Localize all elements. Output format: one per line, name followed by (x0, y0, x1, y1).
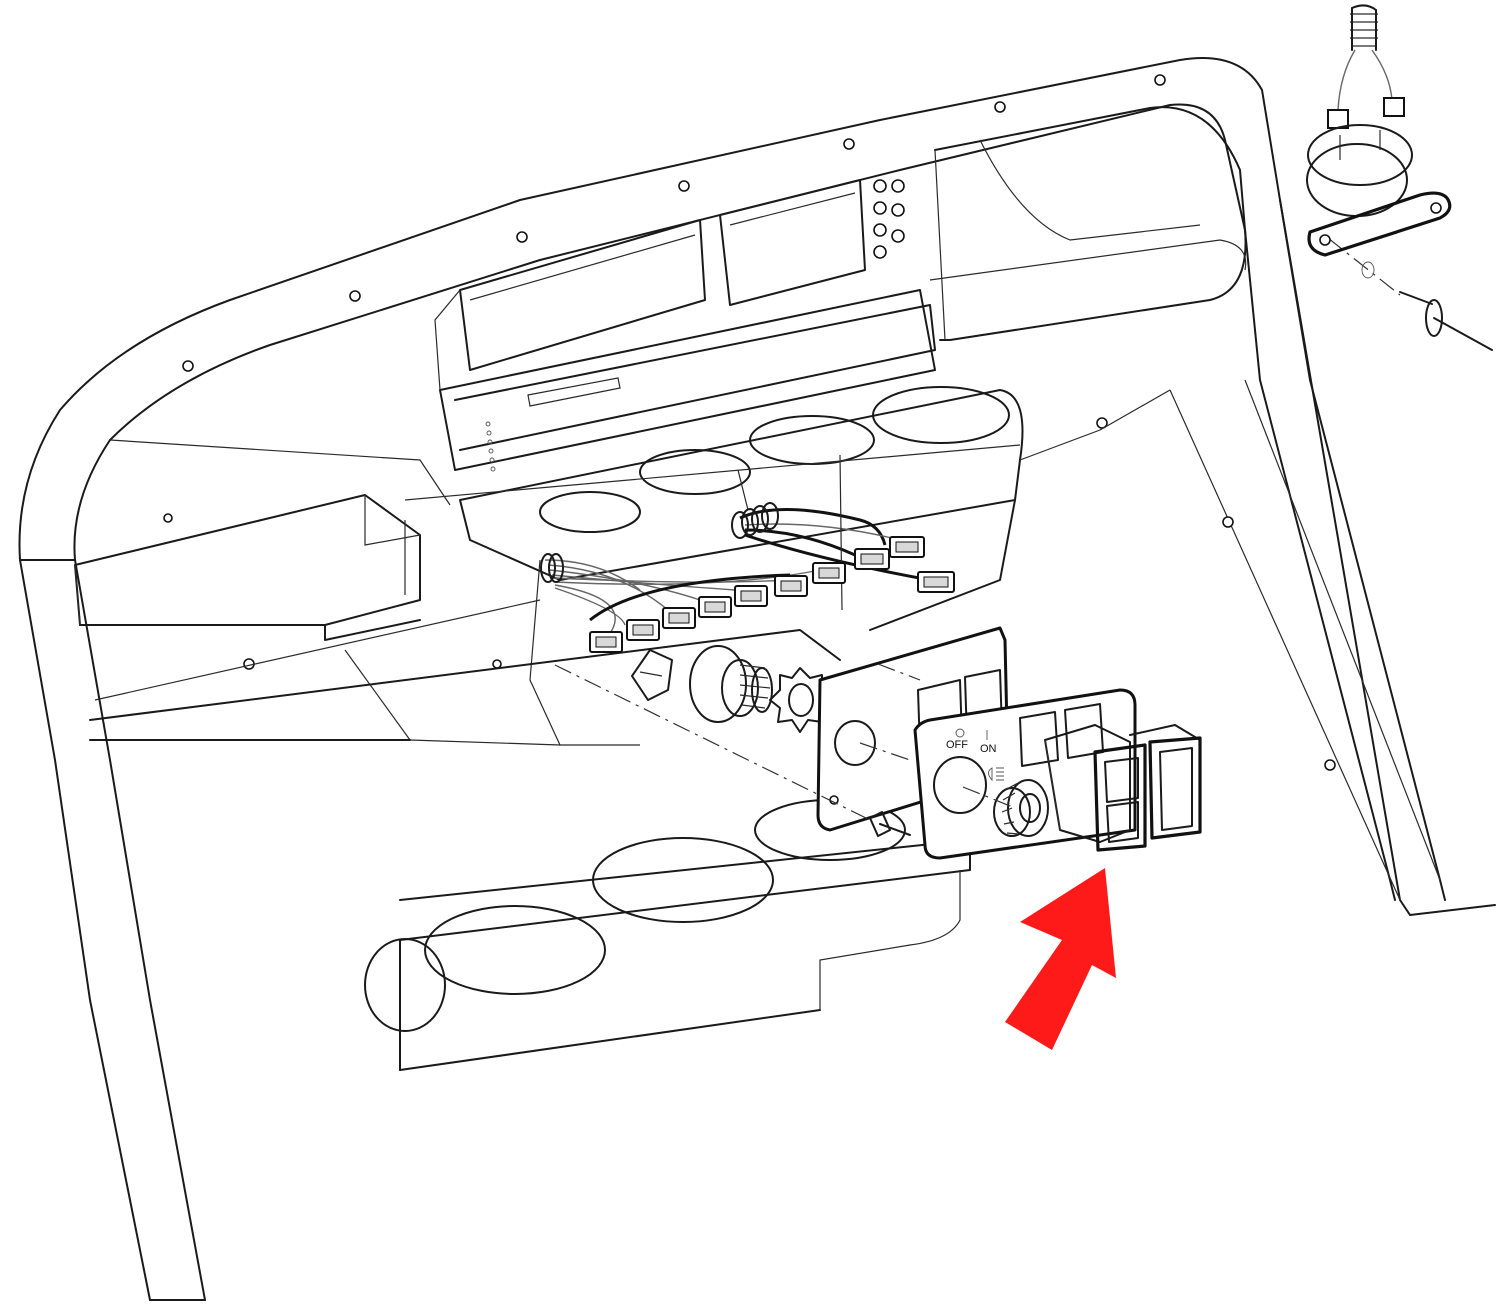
connector-10 (917, 571, 955, 593)
key-switch-terminal-2 (1383, 97, 1405, 117)
lower-cup-4 (364, 938, 446, 1032)
wire-connectors (589, 536, 955, 653)
led-dots (485, 421, 496, 472)
rocker-switch-2 (1129, 724, 1202, 840)
rivet-1 (182, 360, 194, 372)
alignment-lines (554, 237, 1401, 821)
dashboard-frame (18, 57, 1496, 1301)
harness-grommet (731, 502, 779, 539)
key-switch (1306, 4, 1493, 351)
rivet-2 (349, 290, 361, 302)
rivet-10 (1324, 759, 1336, 771)
toggle-clip (631, 649, 673, 701)
rivet-5 (843, 138, 855, 150)
panel-pin (869, 811, 911, 837)
connector-5 (734, 585, 768, 607)
connector-1 (589, 631, 623, 653)
left-shelf (74, 494, 421, 641)
light-switch-knob (993, 779, 1049, 837)
connector-9 (889, 536, 925, 558)
key-switch-washer (1361, 261, 1375, 279)
on-label: ON (980, 743, 997, 755)
lower-cup-1 (424, 905, 606, 995)
cup-holder-1 (872, 386, 1010, 444)
lower-dash (109, 386, 1171, 746)
display-opening-right (719, 179, 866, 306)
rivet-4 (678, 180, 690, 192)
connector-6 (774, 575, 808, 597)
harness-grommet-left (540, 553, 564, 583)
upper-dash (434, 106, 1247, 472)
cup-holder-3 (639, 449, 751, 495)
red-pointer-arrow (1005, 868, 1116, 1050)
display-opening-left (459, 219, 706, 371)
rivet-13 (492, 659, 502, 669)
connector-7 (812, 562, 846, 584)
rivet-7 (1154, 74, 1166, 86)
wiring-harness (540, 454, 931, 641)
rivet-8 (1096, 417, 1108, 429)
key-switch-bracket (1307, 191, 1452, 257)
connector-8 (854, 548, 890, 570)
dash-cover-panel (439, 289, 936, 471)
lower-cup-2 (592, 837, 774, 923)
rivet-9 (1222, 516, 1234, 528)
label-slot (527, 377, 621, 407)
connector-4 (698, 596, 732, 618)
cup-holder-4 (539, 491, 641, 533)
off-label: OFF (946, 739, 968, 751)
front-switch-panel: OFF ON (913, 688, 1137, 860)
cup-holder-2 (749, 415, 875, 465)
rivet-6 (994, 101, 1006, 113)
switch-bushing (689, 645, 773, 723)
headlight-icon (988, 767, 1004, 782)
rivet-12 (163, 513, 173, 523)
key-switch-rivet (1399, 291, 1493, 351)
lower-cross-member (89, 599, 971, 1071)
rivet-3 (516, 231, 528, 243)
frame-rivets (163, 74, 1336, 771)
rocker-switch-1 (1044, 724, 1147, 852)
key-switch-spring (1350, 4, 1378, 51)
off-symbol (955, 728, 965, 738)
indicator-holes (873, 179, 905, 259)
connector-3 (662, 607, 696, 629)
connector-2 (626, 619, 660, 641)
